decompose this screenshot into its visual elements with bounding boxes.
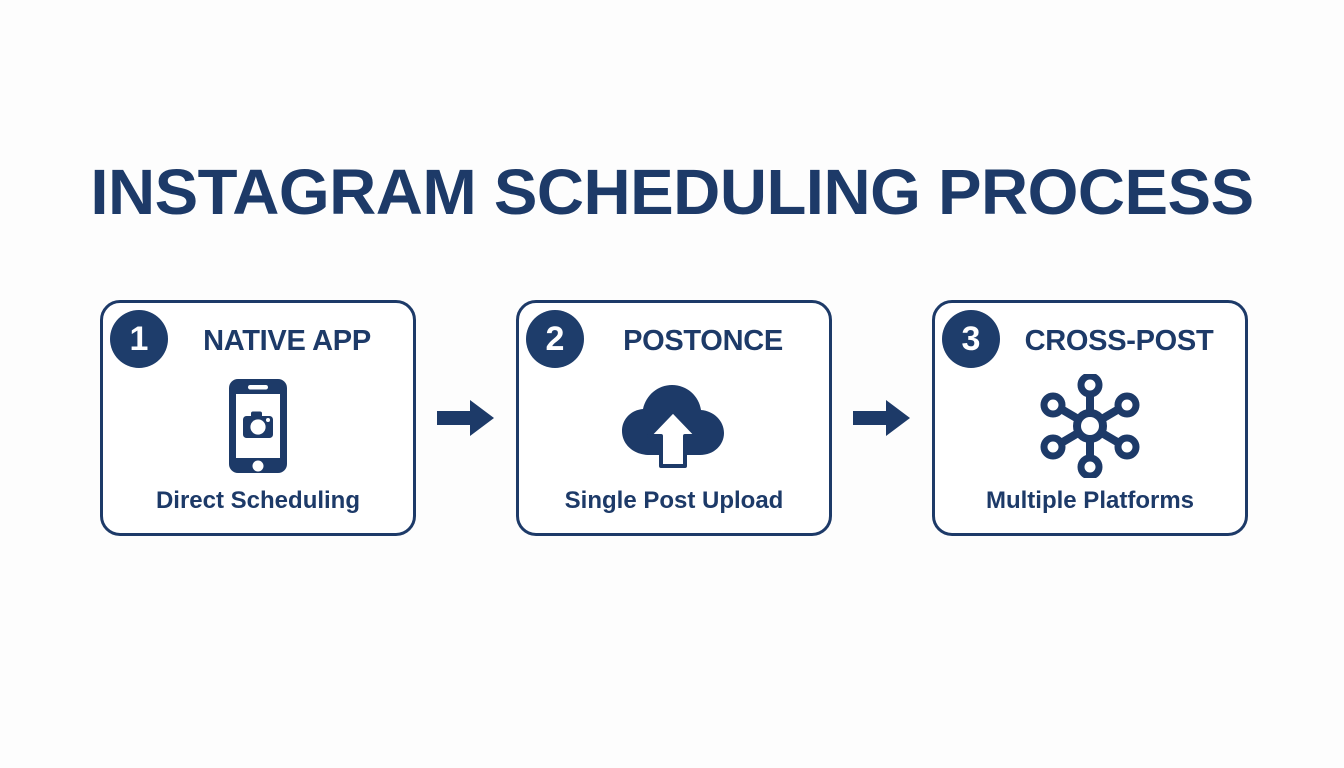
step-caption-1: Direct Scheduling — [155, 487, 361, 514]
step-icon-2-wrapper — [519, 371, 829, 481]
step-title-2: POSTONCE — [623, 324, 783, 357]
arrow-right-icon — [437, 400, 494, 436]
step-icon-3-wrapper — [935, 371, 1245, 481]
cloud-upload-icon — [622, 385, 724, 468]
arrow-right-icon — [853, 400, 910, 436]
step-card-2[interactable]: 2 POSTONCE Single Post Upload — [516, 300, 832, 536]
step-card-1[interactable]: 1 NATIVE APP Direct Scheduling — [100, 300, 416, 536]
process-flow-row: 1 NATIVE APP Direct Scheduling — [100, 300, 1248, 536]
step-badge-3: 3 — [942, 310, 1000, 368]
step-title-1: NATIVE APP — [203, 324, 371, 357]
step-caption-2: Single Post Upload — [564, 487, 784, 514]
step-title-3: CROSS-POST — [1024, 324, 1214, 357]
step-card-3[interactable]: 3 CROSS-POST — [932, 300, 1248, 536]
step-badge-1: 1 — [110, 310, 168, 368]
page-title: INSTAGRAM SCHEDULING PROCESS — [90, 156, 1254, 228]
smartphone-camera-icon — [229, 379, 287, 473]
step-badge-2: 2 — [526, 310, 584, 368]
step-caption-3: Multiple Platforms — [985, 487, 1195, 514]
step-icon-1-wrapper — [103, 371, 413, 481]
connector-1-wrapper — [416, 300, 516, 536]
connector-2-wrapper — [832, 300, 932, 536]
network-hub-icon — [1040, 374, 1140, 478]
